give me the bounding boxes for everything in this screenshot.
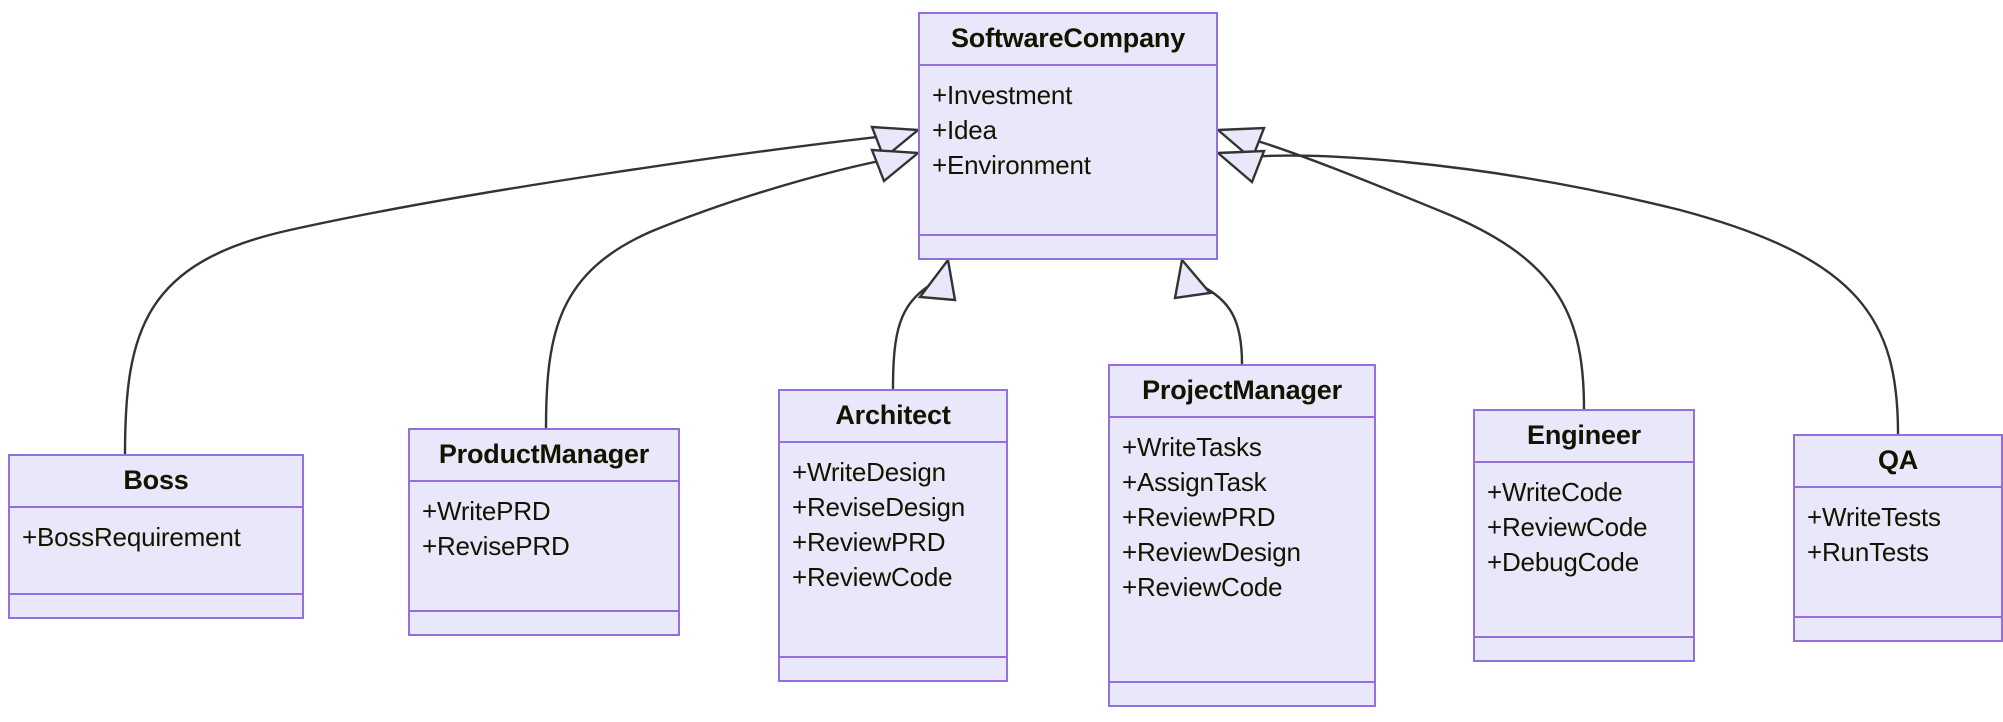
class-member: +BossRequirement	[22, 522, 241, 552]
class-members-qa: +WriteTests +RunTests	[1795, 488, 2001, 618]
class-member: +ReviseDesign	[792, 492, 965, 522]
class-member: +WritePRD	[422, 496, 551, 526]
class-title-qa: QA	[1795, 436, 2001, 488]
class-member: +ReviewCode	[1487, 512, 1648, 542]
class-box-engineer[interactable]: Engineer +WriteCode +ReviewCode +DebugCo…	[1473, 409, 1695, 662]
class-member: +ReviewCode	[1122, 572, 1283, 602]
class-methods-project-manager	[1110, 683, 1374, 705]
class-members-architect: +WriteDesign +ReviseDesign +ReviewPRD +R…	[780, 443, 1006, 658]
class-title-architect: Architect	[780, 391, 1006, 443]
class-member: +RunTests	[1807, 537, 1929, 567]
generalization-arrow-architect	[917, 257, 957, 302]
edge-qa	[1214, 149, 1900, 435]
class-member: +WriteCode	[1487, 477, 1623, 507]
class-methods-qa	[1795, 618, 2001, 640]
class-box-qa[interactable]: QA +WriteTests +RunTests	[1793, 434, 2003, 642]
generalization-arrow-project-manager	[1173, 257, 1213, 300]
class-methods-product-manager	[410, 612, 678, 634]
class-members-boss: +BossRequirement	[10, 508, 302, 595]
class-member: +WriteDesign	[792, 457, 946, 487]
class-members-engineer: +WriteCode +ReviewCode +DebugCode	[1475, 463, 1693, 638]
generalization-arrow-product-manager	[870, 148, 922, 183]
class-methods-software-company	[920, 236, 1216, 258]
class-box-project-manager[interactable]: ProjectManager +WriteTasks +AssignTask +…	[1108, 364, 1376, 707]
class-title-boss: Boss	[10, 456, 302, 508]
class-members-product-manager: +WritePRD +RevisePRD	[410, 482, 678, 612]
generalization-arrow-qa	[1214, 149, 1266, 185]
class-member: +ReviewPRD	[792, 527, 946, 557]
class-member: +WriteTests	[1807, 502, 1941, 532]
class-member: +Environment	[932, 150, 1091, 180]
class-member: +WriteTasks	[1122, 432, 1262, 462]
class-member: +Investment	[932, 80, 1073, 110]
class-title-product-manager: ProductManager	[410, 430, 678, 482]
class-box-boss[interactable]: Boss +BossRequirement	[8, 454, 304, 619]
edge-architect	[891, 257, 957, 390]
class-title-software-company: SoftwareCompany	[920, 14, 1216, 66]
class-member: +ReviewDesign	[1122, 537, 1301, 567]
class-member: +ReviewPRD	[1122, 502, 1276, 532]
class-methods-architect	[780, 658, 1006, 680]
class-box-product-manager[interactable]: ProductManager +WritePRD +RevisePRD	[408, 428, 680, 636]
class-title-engineer: Engineer	[1475, 411, 1693, 463]
edge-product-manager	[544, 148, 922, 429]
class-methods-engineer	[1475, 638, 1693, 660]
class-member: +RevisePRD	[422, 531, 570, 561]
class-box-architect[interactable]: Architect +WriteDesign +ReviseDesign +Re…	[778, 389, 1008, 682]
class-member: +Idea	[932, 115, 997, 145]
class-methods-boss	[10, 595, 302, 617]
class-member: +AssignTask	[1122, 467, 1267, 497]
class-box-software-company[interactable]: SoftwareCompany +Investment +Idea +Envir…	[918, 12, 1218, 260]
class-title-project-manager: ProjectManager	[1110, 366, 1374, 418]
class-members-software-company: +Investment +Idea +Environment	[920, 66, 1216, 236]
edge-project-manager	[1173, 257, 1244, 365]
class-members-project-manager: +WriteTasks +AssignTask +ReviewPRD +Revi…	[1110, 418, 1374, 683]
class-member: +DebugCode	[1487, 547, 1639, 577]
class-member: +ReviewCode	[792, 562, 953, 592]
